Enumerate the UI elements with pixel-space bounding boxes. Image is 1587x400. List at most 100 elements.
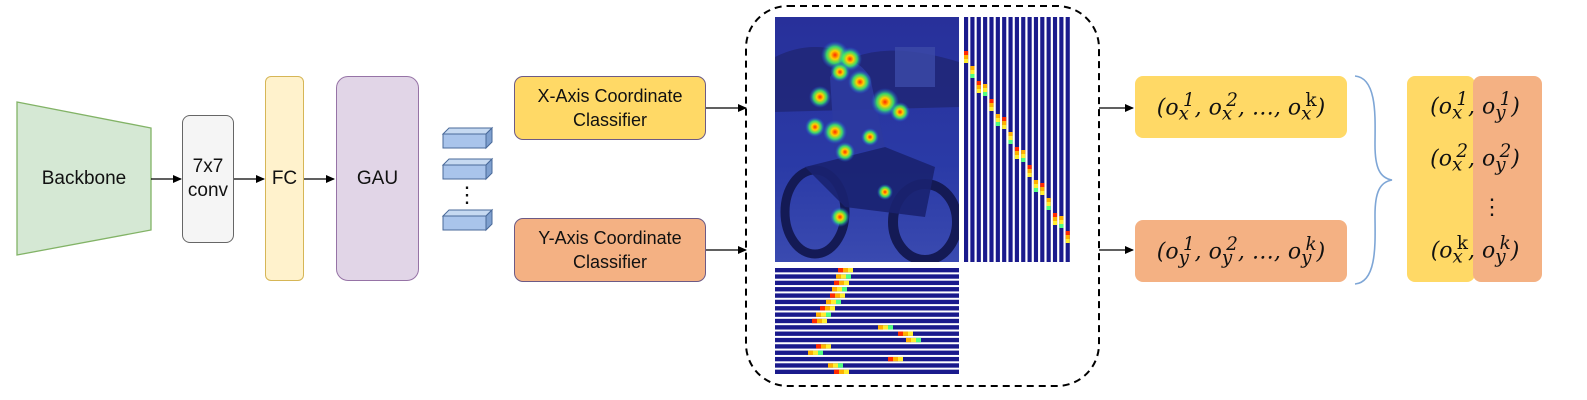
y-heatmap-peak: [893, 356, 898, 362]
y-heatmap-stripe: [775, 363, 959, 368]
x-heatmap-peak: [1040, 183, 1045, 187]
y-heatmap-peak: [834, 369, 839, 374]
x-heatmap-peak: [989, 103, 994, 107]
gau-block: GAU: [336, 76, 419, 281]
y-heatmap-stripe: [775, 369, 959, 374]
x-heatmap-peak: [1033, 188, 1039, 192]
x-heatmap-peak: [995, 114, 1000, 118]
x-heatmap-peak: [1014, 151, 1019, 155]
y-axis-classifier: Y-Axis Coordinate Classifier: [514, 218, 706, 282]
y-heatmap-peak: [826, 344, 831, 349]
y-heatmap-peak: [898, 356, 903, 362]
y-axis-distribution-heatmap: [775, 268, 959, 376]
y-heatmap-peak: [916, 337, 921, 343]
x-heatmap-peak: [983, 88, 988, 92]
x-heatmap-peak: [1065, 231, 1070, 235]
x-heatmap-peak: [964, 59, 969, 63]
x-heatmap-peak: [1021, 150, 1026, 154]
x-heatmap-peak: [1002, 117, 1007, 121]
y-heatmap-peak: [817, 318, 822, 324]
x-heatmap-stripe: [1002, 17, 1007, 262]
y-heatmap-peak: [840, 293, 845, 298]
x-heatmap-peak: [989, 99, 994, 103]
x-heatmap-peak: [995, 122, 1000, 126]
x-heatmap-peak: [1065, 239, 1070, 243]
y-heatmap-peak: [843, 268, 848, 273]
y-heatmap-stripe: [775, 312, 959, 317]
x-heatmap-peak: [1033, 184, 1039, 188]
x-heatmap-peak: [1065, 235, 1070, 239]
y-heatmap-peak: [838, 363, 843, 368]
y-heatmap-peak: [813, 350, 818, 355]
y-heatmap-stripe: [775, 280, 959, 286]
x-heatmap-peak: [983, 92, 988, 96]
x-heatmap-peak: [1052, 217, 1058, 221]
x-heatmap-peak: [1052, 213, 1058, 217]
x-heatmap-stripe: [983, 17, 988, 262]
y-heatmap-peak: [820, 306, 825, 311]
x-coordinate-sequence: (ox1, ox2, …, oxk): [1135, 76, 1347, 138]
y-heatmap-peak: [821, 312, 826, 317]
y-heatmap-peak: [846, 274, 851, 279]
y-heatmap-peak: [883, 325, 888, 330]
y-heatmap-stripe: [775, 268, 959, 273]
backbone-text: Backbone: [41, 168, 127, 189]
pair-row-1: (ox1, oy1): [1430, 88, 1520, 124]
y-heatmap-peak: [888, 356, 893, 362]
y-classifier-line1: Y-Axis Coordinate: [538, 228, 682, 248]
backbone-trapezoid: [16, 101, 152, 256]
x-heatmap-peak: [970, 70, 975, 74]
y-heatmap-stripe: [775, 350, 959, 355]
dashed-heatmap-container: [745, 5, 1100, 387]
y-heatmap-stripe: [775, 356, 959, 362]
x-heatmap-stripe: [1033, 17, 1039, 262]
x-heatmap-stripe: [1046, 17, 1051, 262]
y-heatmap-peak: [830, 306, 835, 311]
y-heatmap-stripe: [775, 299, 959, 305]
x-heatmap-stripe: [976, 17, 981, 262]
x-heatmap-peak: [1059, 216, 1064, 220]
pair-row-2: (ox2, oy2): [1430, 140, 1520, 176]
x-heatmap-peak: [964, 51, 969, 55]
y-heatmap-peak: [818, 350, 823, 355]
y-heatmap-peak: [833, 363, 838, 368]
y-heatmap-peak: [911, 337, 916, 343]
x-heatmap-peak: [1033, 180, 1039, 184]
x-heatmap-peak: [1040, 187, 1045, 191]
y-heatmap-peak: [839, 369, 844, 374]
x-heatmap-peak: [1002, 125, 1007, 129]
x-heatmap-peak: [1046, 202, 1051, 206]
x-heatmap-stripe: [995, 17, 1000, 262]
y-heatmap-peak: [838, 268, 843, 273]
conv-block: 7x7 conv: [182, 115, 234, 243]
x-heatmap-peak: [1008, 140, 1013, 144]
x-heatmap-peak: [964, 55, 969, 59]
x-heatmap-stripe: [1021, 17, 1026, 262]
y-heatmap-peak: [826, 299, 831, 305]
y-heatmap-peak: [903, 331, 908, 336]
x-axis-distribution-heatmap: [964, 17, 1072, 262]
conv-label-line1: 7x7: [192, 156, 224, 177]
x-heatmap-peak: [1027, 173, 1032, 177]
x-heatmap-peak: [970, 74, 975, 78]
token-ellipsis: ⋮: [456, 182, 478, 208]
token-block-2: [441, 157, 494, 181]
y-heatmap-peak: [836, 274, 841, 279]
x-heatmap-peak: [976, 85, 981, 89]
x-heatmap-peak: [1014, 147, 1019, 151]
x-heatmap-peak: [1027, 169, 1032, 173]
y-heatmap-stripe: [775, 293, 959, 298]
y-heatmap-peak: [821, 344, 826, 349]
x-classifier-line2: Classifier: [572, 110, 647, 130]
y-heatmap-stripe: [775, 325, 959, 330]
x-heatmap-peak: [1059, 224, 1064, 228]
y-heatmap-peak: [825, 306, 830, 311]
x-heatmap-peak: [983, 84, 988, 88]
keypoint-heatmap-image: [775, 17, 959, 262]
y-heatmap-peak: [835, 293, 840, 298]
x-heatmap-stripe: [1059, 17, 1064, 262]
x-heatmap-peak: [1021, 158, 1026, 162]
y-heatmap-stripe: [775, 318, 959, 324]
x-heatmap-peak: [1040, 191, 1045, 195]
